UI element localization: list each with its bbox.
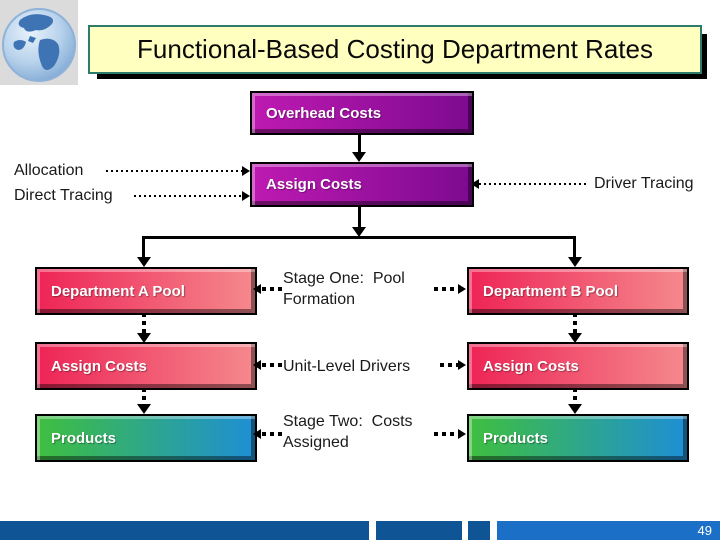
department-b-pool-label: Department B Pool (483, 282, 619, 300)
branch-left-drop-line (142, 238, 145, 259)
page-number: 49 (697, 523, 712, 538)
assign-costs-left-box: Assign Costs (35, 342, 257, 390)
globe-icon (2, 8, 76, 82)
unit-level-left-arrow-head (253, 360, 261, 370)
footer-bar-segment-3 (468, 521, 490, 540)
allocation-label: Allocation (14, 162, 84, 179)
stage-one-left-arrow-head (253, 284, 261, 294)
stage-two-left-dashes (262, 432, 284, 436)
dashed-arrow-b-pool-to-assign (573, 313, 577, 333)
unit-level-drivers-label: Unit-Level Drivers (283, 358, 411, 375)
stage-two-right-arrow-head (458, 429, 466, 439)
title-banner: Functional-Based Costing Department Rate… (88, 25, 702, 74)
department-b-pool-box: Department B Pool (467, 267, 689, 315)
direct-tracing-dotted-line (134, 195, 242, 197)
assign-costs-right-label: Assign Costs (483, 357, 579, 375)
stage-one-label: Stage One: Pool Formation (283, 270, 405, 308)
products-left-box: Products (35, 414, 257, 462)
stage-two-right-dashes (434, 432, 458, 436)
stage-two-left-arrow-head (253, 429, 261, 439)
products-left-label: Products (51, 429, 117, 447)
direct-tracing-label: Direct Tracing (14, 187, 113, 204)
arrow-assign-to-junction-head (352, 227, 366, 237)
dashed-arrow-left-assign-to-products-head (137, 404, 151, 414)
unit-level-right-arrow-head (458, 360, 466, 370)
dashed-arrow-b-pool-to-assign-head (568, 333, 582, 343)
stage-one-right-dashes (434, 287, 458, 291)
unit-level-right-dashes (440, 363, 458, 367)
driver-tracing-label: Driver Tracing (594, 175, 694, 192)
logo-panel (0, 0, 78, 85)
products-right-label: Products (483, 429, 549, 447)
allocation-dotted-line (106, 170, 242, 172)
dashed-arrow-right-assign-to-products (573, 388, 577, 405)
direct-tracing-arrow-head (242, 191, 250, 201)
assign-costs-top-label: Assign Costs (266, 176, 362, 193)
branch-right-drop-line (573, 238, 576, 259)
allocation-arrow-head (242, 166, 250, 176)
slide-title: Functional-Based Costing Department Rate… (137, 34, 653, 64)
assign-costs-top-box: Assign Costs (250, 162, 474, 207)
dashed-arrow-left-assign-to-products (142, 388, 146, 405)
branch-right-arrow-head (568, 257, 582, 267)
overhead-costs-label: Overhead Costs (266, 104, 382, 122)
footer-bar-segment-4: 49 (497, 521, 720, 540)
stage-one-left-dashes (262, 287, 284, 291)
department-a-pool-box: Department A Pool (35, 267, 257, 315)
products-right-box: Products (467, 414, 689, 462)
branch-connector-line (142, 236, 576, 239)
arrow-assign-to-junction-line (358, 205, 361, 228)
assign-costs-left-label: Assign Costs (51, 357, 147, 375)
assign-costs-right-box: Assign Costs (467, 342, 689, 390)
branch-left-arrow-head (137, 257, 151, 267)
dashed-arrow-right-assign-to-products-head (568, 404, 582, 414)
unit-level-left-dashes (262, 363, 282, 367)
stage-one-right-arrow-head (458, 284, 466, 294)
driver-tracing-dotted-line (479, 183, 586, 185)
stage-two-label: Stage Two: Costs Assigned (283, 413, 413, 451)
overhead-costs-box: Overhead Costs (250, 91, 474, 135)
footer-bar-segment-1 (0, 521, 369, 540)
driver-tracing-arrow-head (471, 179, 479, 189)
arrow-overhead-to-assign-line (358, 133, 361, 153)
department-a-pool-label: Department A Pool (51, 282, 185, 300)
dashed-arrow-a-pool-to-assign (142, 313, 146, 333)
footer-bar-segment-2 (376, 521, 462, 540)
dashed-arrow-a-pool-to-assign-head (137, 333, 151, 343)
arrow-overhead-to-assign-head (352, 152, 366, 162)
